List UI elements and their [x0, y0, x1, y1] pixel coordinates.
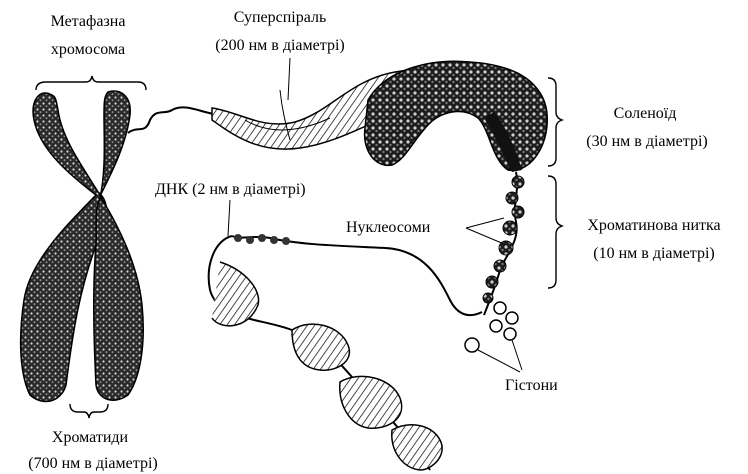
metaphase-chromosome-label-line1: Метафазна: [28, 12, 148, 31]
dna-pointer: [228, 200, 230, 236]
metaphase-chromosome: [21, 91, 144, 402]
nucleosomes-pointer-1: [466, 218, 504, 228]
histones-group: [465, 302, 522, 372]
solenoid-label-line2: (30 нм в діаметрі): [562, 132, 732, 151]
dna-loop: [232, 236, 482, 315]
chromatid-left: [21, 93, 107, 402]
chromatids-brace: [70, 404, 108, 418]
supercoil-label-line2: (200 нм в діаметрі): [180, 36, 380, 55]
chromatid-right: [94, 91, 144, 400]
solenoid-brace: [548, 78, 562, 166]
histones-label: Гістони: [505, 376, 558, 395]
chromatids-label-line2: (700 нм в діаметрі): [4, 454, 182, 473]
solenoid: [365, 61, 548, 172]
connecting-fiber: [128, 107, 214, 133]
chromatin-fiber-label-line1: Хроматинова нитка: [565, 216, 743, 235]
dna-label: ДНК (2 нм в діаметрі): [155, 180, 306, 199]
solenoid-label-line1: Соленоїд: [575, 104, 715, 123]
supercoil-label-line1: Суперспіраль: [190, 8, 370, 27]
fiber-brace: [548, 176, 562, 288]
metaphase-chromosome-label-line2: хромосома: [28, 40, 148, 59]
metaphase-brace: [36, 76, 146, 90]
chromatin-fiber-label-line2: (10 нм в діаметрі): [565, 244, 743, 263]
supercoil-pointer: [288, 58, 290, 100]
nucleosomes-pointer-2: [466, 228, 504, 244]
dna-double-helix: [209, 236, 442, 470]
nucleosomes-label: Нуклеосоми: [346, 218, 430, 237]
chromatids-label-line1: Хроматиди: [30, 428, 150, 447]
